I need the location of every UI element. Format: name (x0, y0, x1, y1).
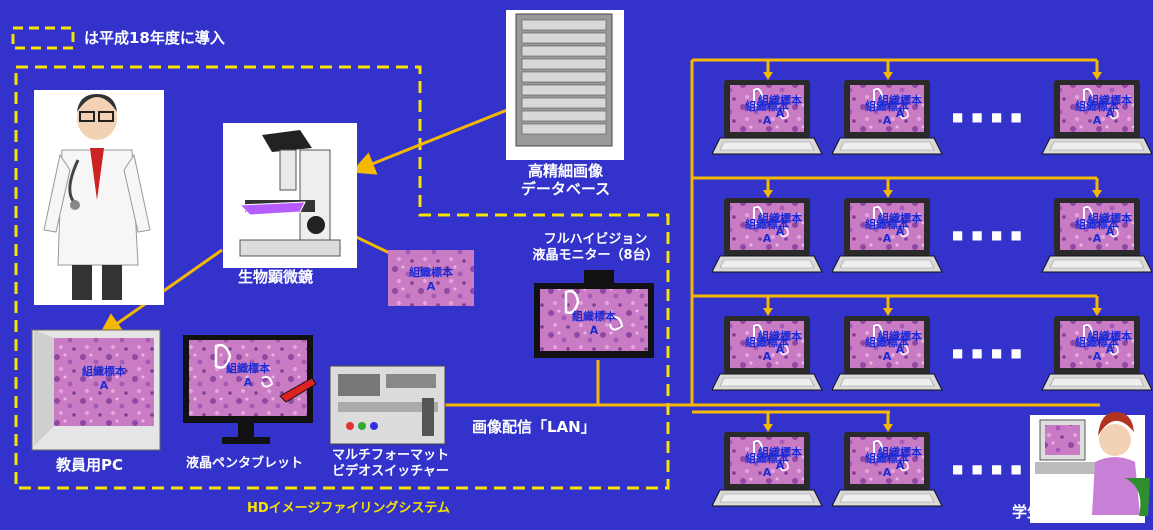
microscope-pc-link (98, 248, 223, 337)
specimen-slide: 組織標本 A (388, 250, 474, 306)
system-name-label: HDイメージファイリングシステム (247, 501, 451, 516)
monitor-label-line2: 液晶モニター（8台） (532, 248, 659, 263)
monitor-label: フルハイビジョン 液晶モニター（8台） (528, 232, 663, 264)
pen-tablet-label: 液晶ペンタブレット (186, 456, 304, 471)
switcher-label: マルチフォーマット ビデオスイッチャー (328, 448, 453, 480)
microscope-label: 生物顕微鏡 (238, 268, 314, 286)
database-server-icon (506, 10, 624, 160)
db-microscope-link (350, 93, 544, 175)
switcher-label-line2: ビデオスイッチャー (332, 464, 449, 479)
student-figure (1030, 412, 1150, 523)
database-label-line1: 高精細画像 (527, 162, 603, 180)
microscope-icon (223, 123, 357, 268)
legend-text: は平成18年度に導入 (84, 29, 225, 47)
legend-dashed-box (11, 26, 75, 50)
svg-text:A: A (244, 376, 253, 389)
svg-text:組織標本: 組織標本 (572, 309, 616, 323)
ellipsis-row4: ■ ■ ■ ■ (952, 462, 1024, 476)
svg-text:A: A (100, 379, 109, 392)
svg-text:A: A (427, 280, 436, 293)
video-switcher-icon (329, 365, 446, 445)
ellipsis-row2: ■ ■ ■ ■ (952, 228, 1024, 242)
hd-monitor-icon: 組織標本 A (534, 270, 654, 358)
database-label: 高精細画像 データベース (508, 162, 623, 198)
svg-text:組織標本: 組織標本 (409, 265, 453, 279)
student-label: 学生 (1012, 503, 1043, 521)
svg-text:組織標本: 組織標本 (82, 364, 126, 378)
monitor-label-line1: フルハイビジョン (543, 232, 648, 247)
pen-tablet-icon: 組織標本 A (183, 335, 317, 444)
lan-label: 画像配信「LAN」 (472, 418, 596, 436)
database-label-line2: データベース (520, 180, 611, 198)
ellipsis-row1: ■ ■ ■ ■ (952, 110, 1024, 124)
svg-text:A: A (590, 324, 599, 337)
system-boundary (14, 65, 670, 490)
ellipsis-row3: ■ ■ ■ ■ (952, 346, 1024, 360)
svg-text:組織標本: 組織標本 (226, 361, 270, 375)
teacher-pc-label: 教員用PC (56, 456, 124, 474)
teacher-figure (34, 90, 164, 305)
switcher-label-line1: マルチフォーマット (331, 448, 449, 463)
teacher-pc-icon: 組織標本 A (31, 329, 161, 451)
